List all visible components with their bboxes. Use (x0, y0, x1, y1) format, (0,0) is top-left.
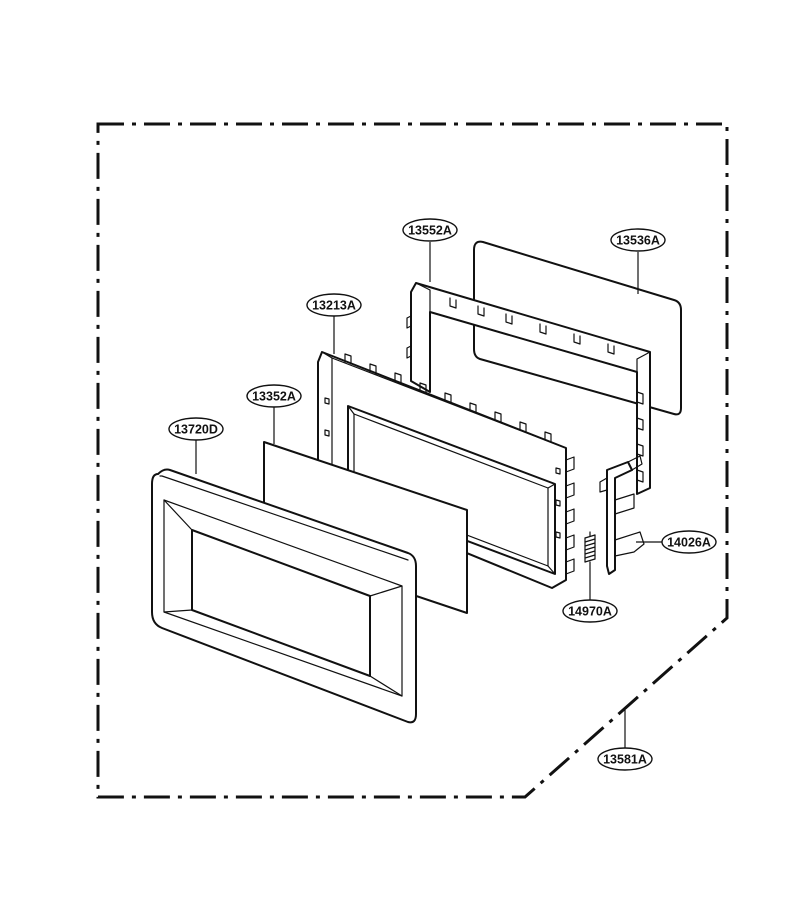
callout-14026A-label: 14026A (667, 536, 711, 550)
callout-13352A: 13352A (246, 384, 302, 408)
part-13720D-door-front (151, 468, 417, 724)
part-13552A-choke-frame (406, 282, 651, 495)
part-13536A-rear-panel (473, 240, 682, 416)
callout-13720D: 13720D (168, 417, 224, 441)
callout-13352A-label: 13352A (252, 390, 296, 404)
callout-13581A-label: 13581A (603, 753, 647, 767)
callout-13536A-label: 13536A (616, 234, 660, 248)
assembly-boundary (96, 122, 729, 799)
leader-lines (195, 242, 662, 748)
callout-13720D-label: 13720D (174, 423, 218, 437)
callout-13536A: 13536A (610, 228, 666, 252)
callout-14970A: 14970A (562, 599, 618, 623)
part-13213A-door-frame (317, 351, 575, 589)
callout-13552A: 13552A (402, 218, 458, 242)
part-14970A-spring (584, 531, 596, 569)
callout-13213A-label: 13213A (312, 299, 356, 313)
callout-13213A: 13213A (306, 293, 362, 317)
callout-14970A-label: 14970A (568, 605, 612, 619)
callout-13552A-label: 13552A (408, 224, 452, 238)
part-14026A-latch-hook (599, 455, 645, 575)
callout-13581A: 13581A (597, 747, 653, 771)
callout-14026A: 14026A (661, 530, 717, 554)
